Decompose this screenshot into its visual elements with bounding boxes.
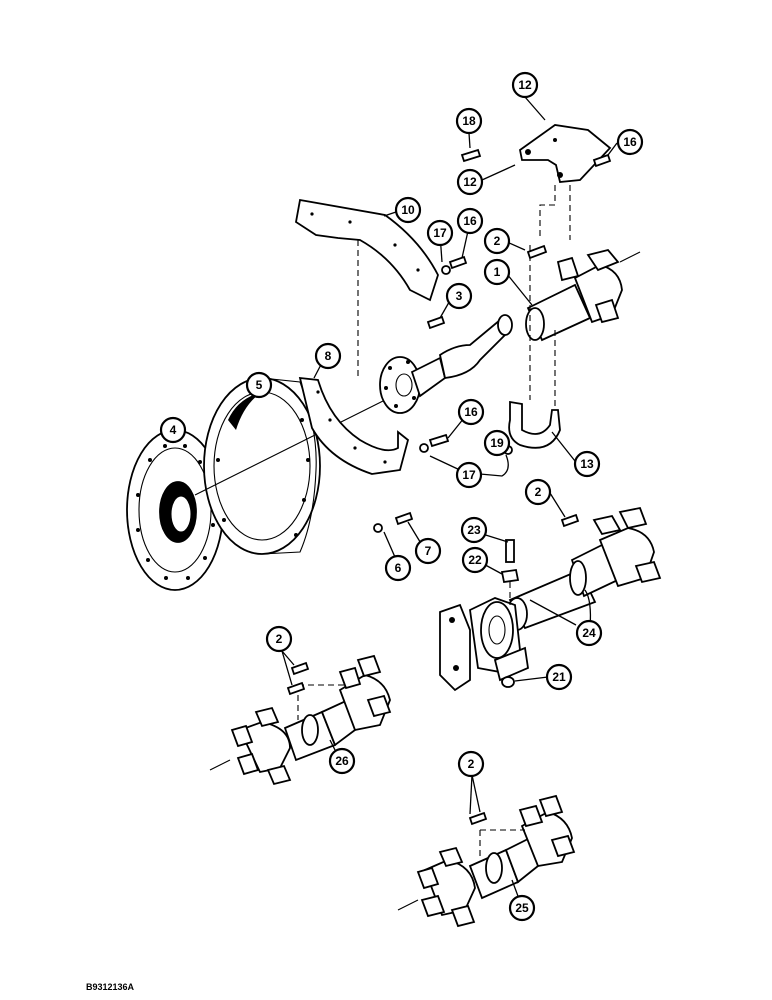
callout-25: 25 [508,894,536,922]
callout-16-middle: 16 [456,207,484,235]
callout-2-bottom: 2 [457,750,485,778]
callout-2-top: 2 [483,227,511,255]
svg-text:16: 16 [464,405,478,419]
callout-21: 21 [545,663,573,691]
svg-text:21: 21 [552,670,566,684]
callout-4: 4 [159,416,187,444]
driveshaft-25 [397,794,576,928]
figure-code: B9312136A [86,982,135,992]
callout-2-right: 2 [524,478,552,506]
callout-7: 7 [414,537,442,565]
callout-16-top: 16 [616,128,644,156]
callout-26: 26 [328,747,356,775]
callout-18: 19 [483,429,511,457]
svg-text:2: 2 [494,234,501,248]
svg-text:12: 12 [463,175,477,189]
driveshaft-upper [525,248,641,342]
svg-text:22: 22 [468,553,482,567]
svg-text:7: 7 [425,544,432,558]
callout-19: 18 [455,107,483,135]
callout-10: 10 [394,196,422,224]
shield-arc [298,376,410,475]
svg-text:19: 19 [490,436,504,450]
callout-2-left: 2 [265,625,293,653]
svg-text:5: 5 [256,378,263,392]
callout-12-bottom: 12 [456,168,484,196]
svg-text:13: 13 [580,457,594,471]
svg-text:3: 3 [456,289,463,303]
flywheel-plate [126,429,224,591]
leader-lines [172,96,618,908]
svg-text:2: 2 [535,485,542,499]
callout-3: 3 [445,282,473,310]
drive-hub-shaft [379,314,513,414]
callout-17-top: 17 [426,219,454,247]
svg-text:12: 12 [518,78,532,92]
support-bearing [439,539,529,692]
callout-24: 24 [575,619,603,647]
callout-5: 5 [245,371,273,399]
svg-text:10: 10 [401,203,415,217]
driveshaft-26 [209,654,392,786]
flywheel-housing [203,377,321,555]
upper-shield [295,198,439,302]
svg-text:1: 1 [494,265,501,279]
svg-text:4: 4 [170,423,177,437]
svg-text:2: 2 [276,632,283,646]
callout-8: 8 [314,342,342,370]
svg-text:18: 18 [462,114,476,128]
callout-6: 6 [384,554,412,582]
callout-17-bottom: 17 [455,461,483,489]
svg-text:26: 26 [335,754,349,768]
svg-text:24: 24 [582,626,596,640]
svg-text:23: 23 [467,523,481,537]
svg-text:17: 17 [433,226,447,240]
svg-text:16: 16 [463,214,477,228]
callout-12-top: 12 [511,71,539,99]
driveshaft-24 [506,506,662,631]
svg-text:8: 8 [325,349,332,363]
bracket-upper [519,124,612,183]
fasteners [286,148,612,826]
svg-text:2: 2 [468,757,475,771]
callout-1: 1 [483,258,511,286]
strap-bracket [508,400,561,449]
callout-23: 23 [460,516,488,544]
svg-text:6: 6 [395,561,402,575]
callout-22: 22 [461,546,489,574]
svg-text:17: 17 [462,468,476,482]
svg-text:16: 16 [623,135,637,149]
callout-16-bottom: 16 [457,398,485,426]
svg-text:25: 25 [515,901,529,915]
callout-13: 13 [573,450,601,478]
